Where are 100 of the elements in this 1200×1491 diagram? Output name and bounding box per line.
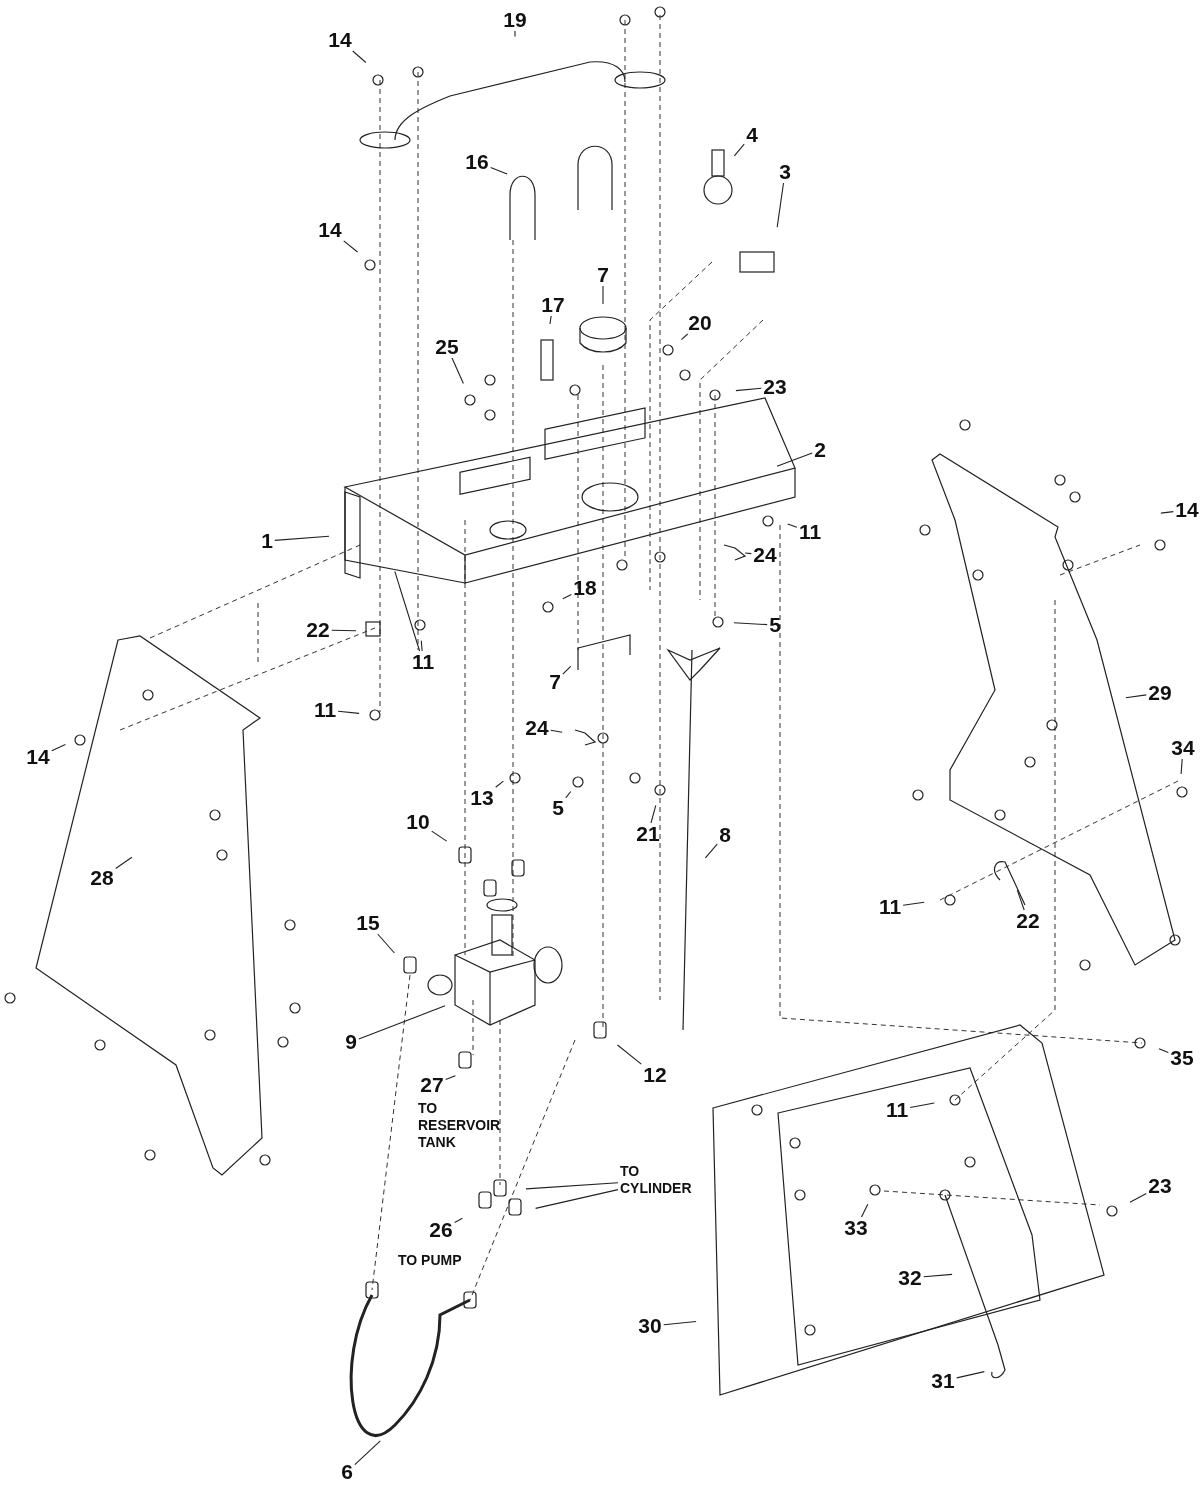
callout-number: 14 xyxy=(328,29,352,51)
leader-line xyxy=(1016,889,1025,911)
callout-number: 20 xyxy=(688,312,712,334)
callout-number: 22 xyxy=(306,619,330,641)
callout-number: 14 xyxy=(318,219,342,241)
leader-line xyxy=(394,570,421,652)
callout-number: 18 xyxy=(573,577,597,599)
leader-line xyxy=(562,665,572,675)
leader-line xyxy=(1125,694,1147,699)
leader-line xyxy=(352,50,367,64)
leader-line xyxy=(550,729,563,733)
callout-number: 8 xyxy=(719,824,731,846)
callout-number: 7 xyxy=(597,264,609,286)
leader-line xyxy=(1160,511,1174,514)
leader-line xyxy=(663,1320,697,1326)
callout-number: 19 xyxy=(503,9,527,31)
leader-line xyxy=(420,640,423,652)
callout-number: 29 xyxy=(1148,682,1172,704)
callout-number: 35 xyxy=(1170,1047,1194,1069)
callout-number: 11 xyxy=(313,699,337,721)
leader-line xyxy=(51,744,66,752)
callout-number: 4 xyxy=(746,124,758,146)
callout-number: 10 xyxy=(406,811,430,833)
leader-line xyxy=(549,315,552,325)
leader-line xyxy=(451,357,464,384)
leader-line xyxy=(354,1440,381,1466)
callout-number: 27 xyxy=(420,1074,444,1096)
leader-line xyxy=(902,901,925,906)
callout-number: 25 xyxy=(435,336,459,358)
leader-line xyxy=(562,594,572,600)
leader-line xyxy=(776,452,813,467)
leader-line xyxy=(445,1075,456,1081)
callout-number: 5 xyxy=(769,614,781,636)
callout-number: 28 xyxy=(90,867,114,889)
callout-number: 34 xyxy=(1171,737,1195,759)
leader-line xyxy=(1158,1048,1169,1054)
callout-number: 6 xyxy=(341,1461,353,1483)
callout-number: 31 xyxy=(931,1370,955,1392)
leader-line xyxy=(650,804,657,824)
leader-line xyxy=(535,1189,619,1209)
callout-number: 14 xyxy=(1175,499,1199,521)
callout-number: 11 xyxy=(411,651,435,673)
leader-line xyxy=(733,622,768,626)
leader-line xyxy=(735,387,762,392)
callout-number: 21 xyxy=(636,823,660,845)
leader-line xyxy=(909,1102,935,1109)
leader-line xyxy=(331,629,357,632)
callout-number: 12 xyxy=(643,1064,667,1086)
leader-line xyxy=(115,856,133,870)
leader-line xyxy=(744,552,752,555)
leader-line xyxy=(787,523,798,528)
leader-line xyxy=(343,240,359,253)
leader-line xyxy=(565,790,572,799)
callout-number: 11 xyxy=(878,896,902,918)
leader-line xyxy=(525,1182,619,1190)
leader-line xyxy=(377,933,395,954)
leader-line xyxy=(776,182,785,228)
leader-line xyxy=(431,830,448,842)
callout-number: 9 xyxy=(345,1031,357,1053)
callout-number: 2 xyxy=(814,439,826,461)
leader-line xyxy=(358,1005,446,1040)
leader-line xyxy=(1180,758,1183,775)
leader-line xyxy=(274,535,330,541)
callout-number: 33 xyxy=(844,1217,868,1239)
callout-number: 1 xyxy=(261,530,273,552)
callout-number: 24 xyxy=(753,544,777,566)
note-text: TO RESERVOIR TANK xyxy=(418,1100,502,1151)
callout-number: 17 xyxy=(541,294,565,316)
leader-line xyxy=(337,710,360,714)
callout-number: 32 xyxy=(898,1267,922,1289)
leader-line xyxy=(923,1273,953,1278)
leader-line xyxy=(704,843,718,859)
callout-number: 3 xyxy=(779,161,791,183)
leader-line xyxy=(956,1371,985,1379)
leader-line xyxy=(680,333,689,341)
leader-line xyxy=(602,285,604,305)
callout-number: 26 xyxy=(429,1219,453,1241)
leader-line xyxy=(1129,1192,1147,1203)
callout-number: 24 xyxy=(525,717,549,739)
callout-number: 13 xyxy=(470,787,494,809)
callout-number: 30 xyxy=(638,1315,662,1337)
leader-line xyxy=(454,1217,463,1224)
callout-number: 22 xyxy=(1016,910,1040,932)
leader-line xyxy=(860,1203,869,1218)
leader-line xyxy=(514,30,516,38)
callout-number: 16 xyxy=(465,151,489,173)
leader-line xyxy=(490,166,508,175)
callout-number: 15 xyxy=(356,912,380,934)
callout-number: 7 xyxy=(549,671,561,693)
leader-line xyxy=(733,143,745,157)
callout-number: 23 xyxy=(1148,1175,1172,1197)
leader-line xyxy=(495,780,504,788)
note-text: TO PUMP xyxy=(398,1252,463,1269)
leader-line xyxy=(616,1044,642,1065)
callout-number: 23 xyxy=(763,376,787,398)
note-text: TO CYLINDER xyxy=(620,1163,700,1197)
callout-number: 11 xyxy=(885,1099,909,1121)
callout-number: 5 xyxy=(552,797,564,819)
callout-number: 11 xyxy=(798,521,822,543)
callout-number: 14 xyxy=(26,746,50,768)
